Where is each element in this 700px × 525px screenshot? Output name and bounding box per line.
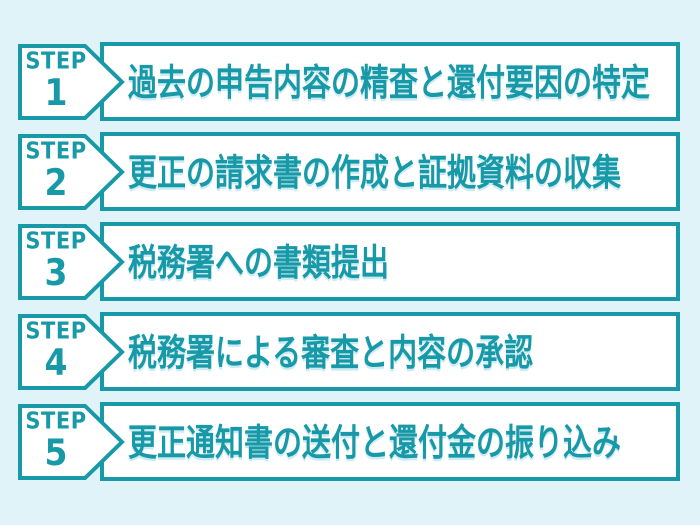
step-badge: STEP 4	[18, 314, 125, 390]
step-row: 更正の請求書の作成と証拠資料の収集 STEP 2	[18, 132, 680, 211]
step-row: 税務署による審査と内容の承認 STEP 4	[18, 312, 680, 391]
step-description: 更正の請求書の作成と証拠資料の収集	[128, 151, 622, 194]
step-badge-content: STEP 2	[18, 134, 90, 210]
step-badge-label: STEP	[25, 317, 87, 345]
step-row: 税務署への書類提出 STEP 3	[18, 222, 680, 301]
step-badge-label: STEP	[25, 407, 87, 435]
step-badge-label: STEP	[25, 137, 87, 165]
step-badge-label: STEP	[25, 227, 87, 255]
step-badge: STEP 5	[18, 404, 125, 480]
step-description: 過去の申告内容の精査と還付要因の特定	[128, 61, 651, 104]
step-badge: STEP 2	[18, 134, 125, 210]
step-badge-number: 5	[44, 431, 68, 474]
step-description: 税務署への書類提出	[128, 241, 390, 284]
step-description: 更正通知書の送付と還付金の振り込み	[128, 421, 622, 464]
step-badge-number: 1	[44, 71, 68, 114]
arrow-pentagon-icon	[18, 314, 125, 390]
step-badge-number: 4	[44, 341, 68, 384]
step-row: 更正通知書の送付と還付金の振り込み STEP 5	[18, 402, 680, 481]
arrow-pentagon-icon	[18, 224, 125, 300]
step-badge-content: STEP 4	[18, 314, 90, 390]
step-text-panel: 税務署による審査と内容の承認	[100, 312, 680, 391]
step-badge-number: 3	[44, 251, 68, 294]
step-text-panel: 更正通知書の送付と還付金の振り込み	[100, 402, 680, 481]
step-row: 過去の申告内容の精査と還付要因の特定 STEP 1	[18, 42, 680, 121]
step-badge-content: STEP 5	[18, 404, 90, 480]
step-badge-number: 2	[44, 161, 68, 204]
step-badge-content: STEP 3	[18, 224, 90, 300]
step-badge: STEP 3	[18, 224, 125, 300]
arrow-pentagon-icon	[18, 134, 125, 210]
step-badge: STEP 1	[18, 44, 125, 120]
arrow-pentagon-icon	[18, 44, 125, 120]
step-text-panel: 過去の申告内容の精査と還付要因の特定	[100, 42, 680, 121]
step-text-panel: 税務署への書類提出	[100, 222, 680, 301]
step-badge-label: STEP	[25, 47, 87, 75]
step-text-panel: 更正の請求書の作成と証拠資料の収集	[100, 132, 680, 211]
arrow-pentagon-icon	[18, 404, 125, 480]
step-badge-content: STEP 1	[18, 44, 90, 120]
step-description: 税務署による審査と内容の承認	[128, 331, 534, 374]
